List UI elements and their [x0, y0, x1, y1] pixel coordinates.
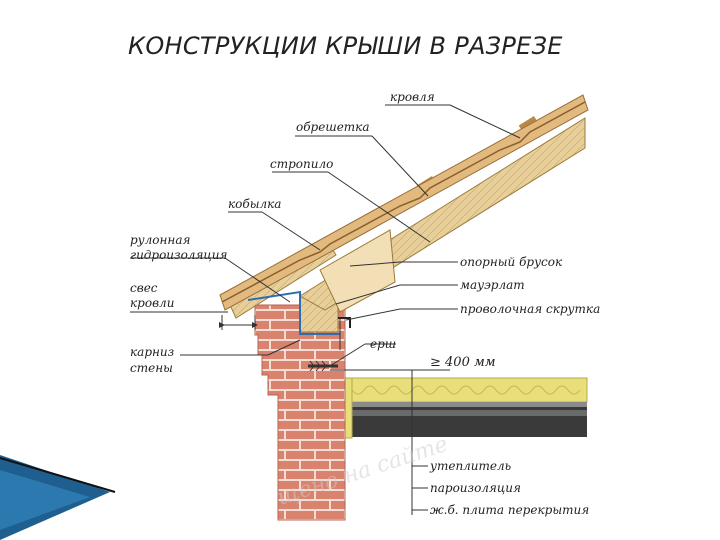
- label-wire-twist: проволочная скрутка: [460, 302, 600, 316]
- eave-dimension: [219, 315, 258, 330]
- label-distance: ≥ 400 мм: [430, 355, 496, 370]
- label-vapor-barrier: пароизоляция: [430, 481, 521, 495]
- roof-covering: [219, 94, 589, 311]
- floor-assembly: [329, 377, 588, 439]
- label-waterproof-2: гидроизоляция: [130, 248, 227, 262]
- label-cornice-2: стены: [130, 361, 173, 375]
- ersh-anchor: [308, 360, 338, 372]
- label-cornice-1: карниз: [130, 345, 174, 359]
- brick-wall: [254, 304, 346, 521]
- corner-decoration: [0, 455, 116, 540]
- label-obreshetka: обрешетка: [296, 120, 370, 134]
- label-stropilo: стропило: [270, 157, 333, 171]
- insulation-layer: [334, 377, 588, 403]
- label-insulation: утеплитель: [429, 459, 511, 473]
- slide-title: КОНСТРУКЦИИ КРЫШИ В РАЗРЕЗЕ: [128, 32, 563, 60]
- label-eave-1: свес: [130, 281, 158, 295]
- rafter: [299, 117, 586, 313]
- label-eave-2: кровли: [130, 296, 174, 310]
- label-waterproof-1: рулонная: [130, 233, 190, 247]
- label-mauerlat: мауэрлат: [460, 278, 525, 292]
- diagram-labels: кровля обрешетка стропило кобылка рулонн…: [130, 90, 600, 517]
- label-support-bar: опорный брусок: [460, 255, 563, 269]
- waterproofing: [247, 290, 340, 335]
- label-ersh: ерш: [370, 337, 396, 351]
- distance-marker: [330, 318, 450, 515]
- label-slab: ж.б. плита перекрытия: [430, 503, 589, 517]
- label-kobylka: кобылка: [228, 197, 281, 211]
- label-krovlya: кровля: [390, 90, 435, 104]
- vapor-barrier-layer: [335, 402, 587, 407]
- leader-lines: [130, 104, 521, 511]
